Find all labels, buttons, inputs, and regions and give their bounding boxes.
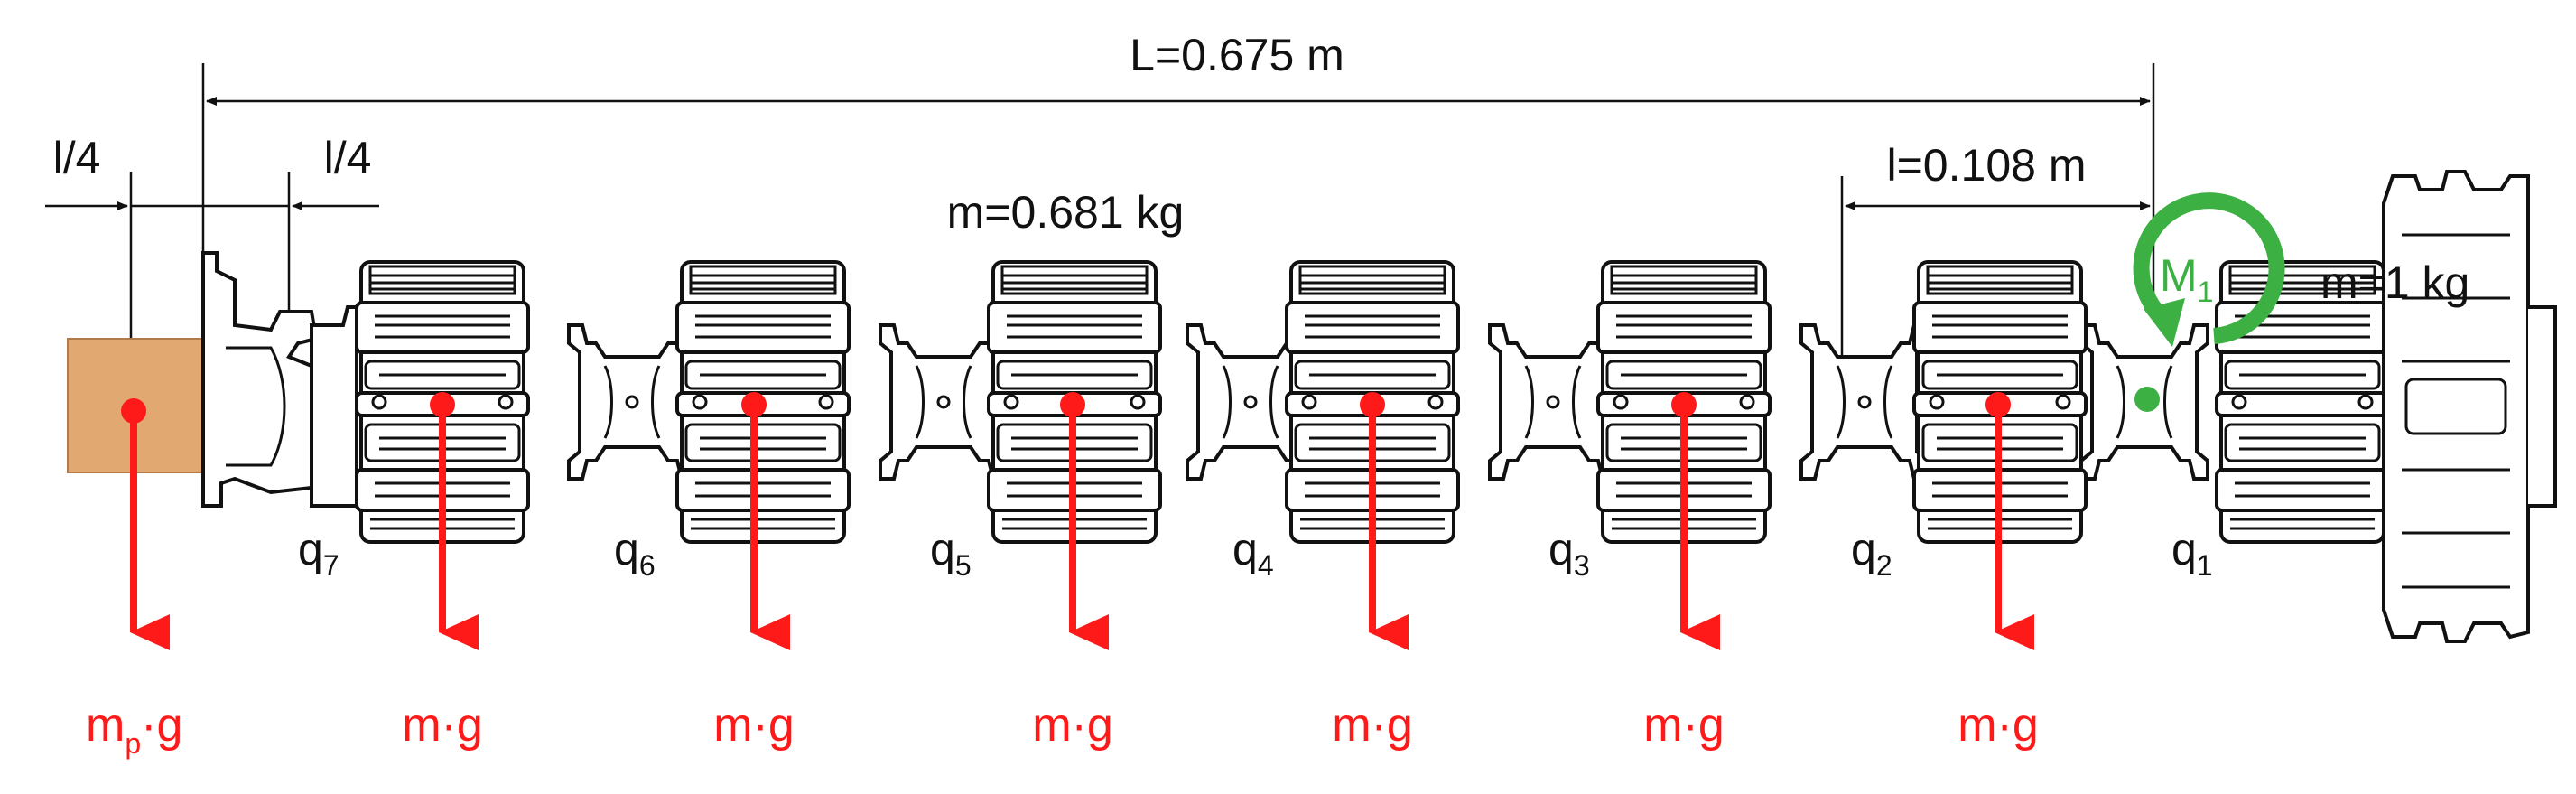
quarter-right-label: l/4 bbox=[324, 133, 372, 183]
link-force-label-1: m·g bbox=[402, 699, 483, 752]
link-force-label-4: m·g bbox=[1332, 699, 1413, 752]
link-length-dimension bbox=[1840, 176, 2151, 370]
bracket bbox=[310, 305, 358, 508]
base-module bbox=[2215, 170, 2557, 643]
quarter-left-label: l/4 bbox=[53, 133, 101, 183]
joint-labels: q1 q2 q3 q4 q5 q6 q7 bbox=[298, 524, 2213, 582]
link-mass-label: m=0.681 kg bbox=[947, 187, 1185, 238]
base-mass-label: m=1 kg bbox=[2320, 257, 2469, 308]
quarter-link-dimension bbox=[45, 172, 379, 370]
payload-force-suffix: ·g bbox=[141, 699, 182, 752]
bracket bbox=[1799, 323, 1930, 481]
gravity-forces: m·g m·g m·g m·g m·g m·g bbox=[121, 392, 2039, 752]
end-plate bbox=[201, 251, 319, 508]
moment-arrow bbox=[2133, 192, 2285, 412]
joint-label-q6: q6 bbox=[614, 524, 656, 582]
joint-label-q4: q4 bbox=[1232, 524, 1274, 582]
base-mass-value: =1 kg bbox=[2358, 257, 2470, 308]
moment-label: M1 bbox=[2160, 250, 2213, 308]
link-force-label-5: m·g bbox=[1643, 699, 1725, 752]
payload-force-label: mp·g bbox=[86, 699, 182, 760]
total-length-label: L=0.675 m bbox=[1130, 30, 1344, 80]
svg-text:m=1 kg: m=1 kg bbox=[2320, 257, 2469, 308]
link-force-label-3: m·g bbox=[1032, 699, 1113, 752]
payload-force-symbol: m bbox=[86, 699, 125, 752]
moment-subscript: 1 bbox=[2198, 276, 2214, 308]
link-force-label-6: m·g bbox=[1958, 699, 2039, 752]
joint-label-q3: q3 bbox=[1548, 524, 1590, 582]
link-force-label-2: m·g bbox=[713, 699, 795, 752]
base-mass-symbol: m bbox=[2320, 257, 2358, 308]
joint-label-q1: q1 bbox=[2171, 524, 2213, 582]
payload-force-subscript: p bbox=[125, 727, 141, 760]
joint-label-q5: q5 bbox=[930, 524, 972, 582]
link-length-label: l=0.108 m bbox=[1887, 140, 2087, 191]
joint-label-q2: q2 bbox=[1851, 524, 1892, 582]
moment-symbol: M bbox=[2160, 250, 2198, 301]
joint-label-q7: q7 bbox=[298, 524, 339, 582]
